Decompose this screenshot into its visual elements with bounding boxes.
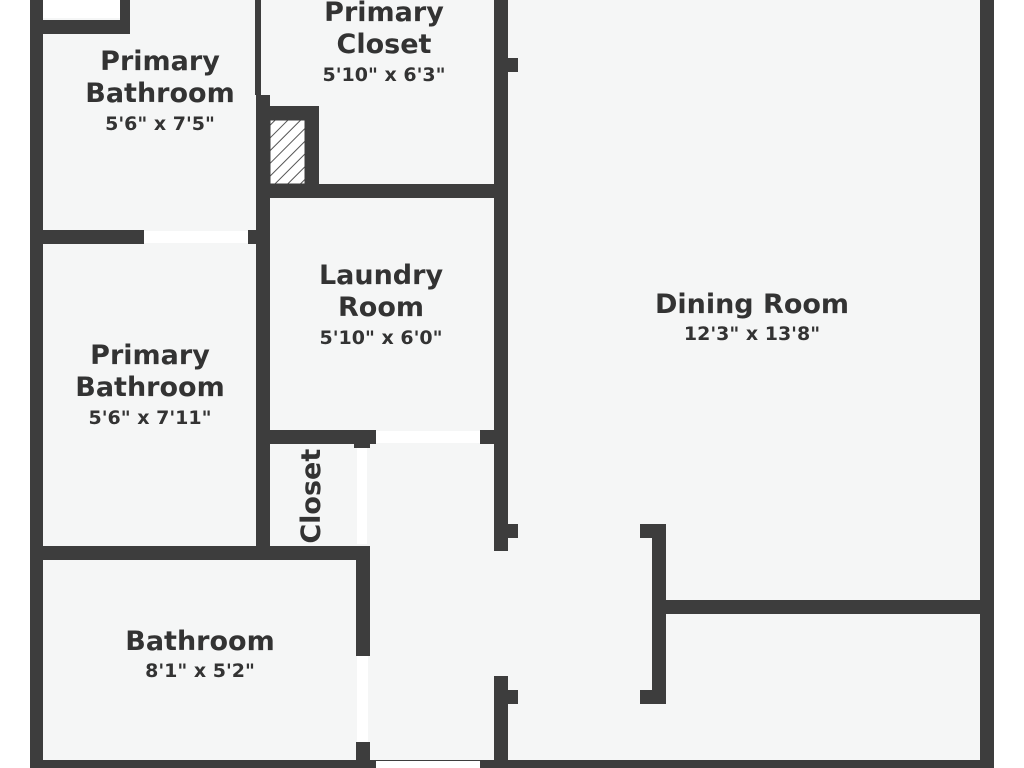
wall-bottom-exterior — [30, 760, 994, 768]
room-name-line2: Closet — [336, 29, 432, 61]
room-dimensions: 5'6" x 7'11" — [88, 406, 212, 429]
room-label-primary-closet: Primary Closet 5'10" x 6'3" — [284, 0, 484, 87]
opening-bathroom-side-door — [357, 656, 368, 742]
wall-closet-dining-tab — [494, 58, 518, 72]
wall-right-exterior — [980, 0, 994, 768]
room-name-line1: Laundry — [318, 260, 444, 291]
wall-bathroom-closet-upper — [255, 0, 261, 95]
room-name: Bathroom — [125, 626, 275, 657]
opening-closet-door — [357, 448, 367, 544]
room-dimensions: 5'6" x 7'5" — [105, 112, 215, 135]
opening-laundry-door — [376, 431, 480, 443]
wall-laundry-bottom-right — [480, 430, 508, 444]
room-label-laundry-room: Laundry Room 5'10" x 6'0" — [281, 260, 481, 350]
room-label-bathroom: Bathroom 8'1" x 5'2" — [90, 626, 310, 683]
wall-shaft-top — [264, 106, 318, 120]
room-label-primary-bathroom-mid: Primary Bathroom 5'6" x 7'11" — [40, 340, 260, 430]
wall-shaft-right — [305, 106, 319, 192]
room-name-line2: Room — [337, 292, 425, 324]
wall-partition-top-tab — [640, 524, 666, 538]
room-name-line1: Primary — [100, 46, 220, 77]
wall-top-left-post — [120, 0, 130, 20]
wall-bathroom-right-upper — [356, 546, 370, 656]
wall-closet-bottom — [260, 184, 504, 198]
wall-closet-right — [354, 430, 370, 448]
wall-primary-bathrooms-left — [30, 230, 144, 244]
opening-top-left — [43, 0, 120, 18]
wall-above-bathroom — [30, 546, 370, 560]
room-dimensions: 5'10" x 6'3" — [322, 63, 446, 86]
room-name: Dining Room — [654, 289, 850, 320]
room-name-line2: Bathroom — [75, 372, 225, 404]
room-name: Closet — [295, 448, 327, 544]
room-name-line2: Bathroom — [85, 78, 235, 110]
wall-hallway-right-lower — [494, 676, 508, 768]
wall-closet-dining — [494, 0, 508, 198]
wall-top-left-stub — [30, 20, 130, 34]
wall-left-exterior — [30, 0, 43, 768]
room-label-closet: Closet — [262, 449, 362, 544]
room-name-line1: Primary — [324, 0, 444, 28]
wall-laundry-right — [494, 195, 508, 551]
wall-laundry-right-tab — [494, 524, 518, 538]
room-dimensions: 8'1" x 5'2" — [145, 660, 255, 683]
floor-area — [30, 0, 994, 768]
wall-hallway-right-tab — [494, 690, 518, 704]
room-name-line1: Primary — [90, 340, 210, 371]
wall-dining-bottom — [652, 600, 994, 614]
wall-bathroom-right-lower — [356, 742, 370, 768]
wall-partition-bottom-tab — [640, 690, 666, 704]
room-dimensions: 5'10" x 6'0" — [319, 326, 443, 349]
room-dimensions: 12'3" x 13'8" — [683, 323, 821, 346]
shaft-hatch — [269, 119, 306, 185]
room-label-dining-room: Dining Room 12'3" x 13'8" — [622, 289, 882, 346]
wall-bathroom-laundry — [256, 195, 270, 560]
opening-bottom-door — [376, 761, 480, 768]
room-label-primary-bathroom-top: Primary Bathroom 5'6" x 7'5" — [50, 46, 270, 136]
opening-bathroom-door — [144, 231, 248, 243]
wall-laundry-bottom-left — [256, 430, 376, 444]
